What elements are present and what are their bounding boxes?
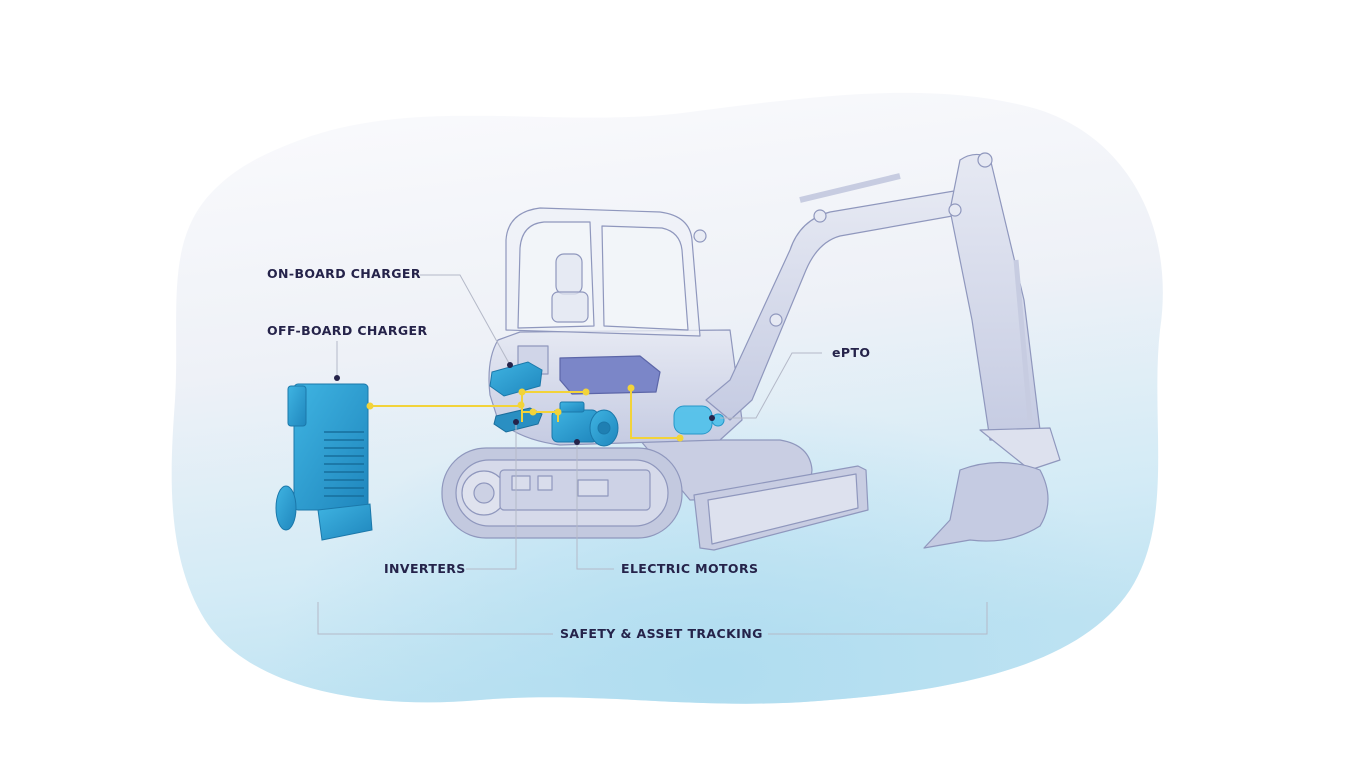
label-on-board-charger: ON-BOARD CHARGER <box>267 266 421 281</box>
connection-nodes <box>366 384 684 442</box>
label-inverters: INVERTERS <box>384 561 466 576</box>
label-safety-asset-tracking: SAFETY & ASSET TRACKING <box>560 626 763 641</box>
bracket-left <box>317 602 553 635</box>
leader-inverters <box>466 422 517 570</box>
label-electric-motors: ELECTRIC MOTORS <box>621 561 759 576</box>
leader-lines <box>317 274 988 635</box>
excavator-cab <box>505 207 707 337</box>
leader-endpoints <box>334 362 715 445</box>
label-epto: ePTO <box>832 345 871 360</box>
on-board-charger-unit <box>489 361 543 397</box>
excavator <box>441 152 1061 551</box>
battery-pack <box>559 355 661 395</box>
label-off-board-charger: OFF-BOARD CHARGER <box>267 323 428 338</box>
excavator-bucket <box>923 427 1061 549</box>
leader-electric-motors <box>576 442 614 570</box>
leader-epto <box>720 352 822 419</box>
bracket-right <box>768 602 988 635</box>
excavator-arm <box>948 152 1041 441</box>
off-board-charger-unit <box>275 383 373 541</box>
electric-motor-unit <box>551 401 619 447</box>
dozer-blade <box>693 465 869 551</box>
excavator-tracks <box>441 439 813 539</box>
leader-on-board-charger <box>420 274 511 366</box>
